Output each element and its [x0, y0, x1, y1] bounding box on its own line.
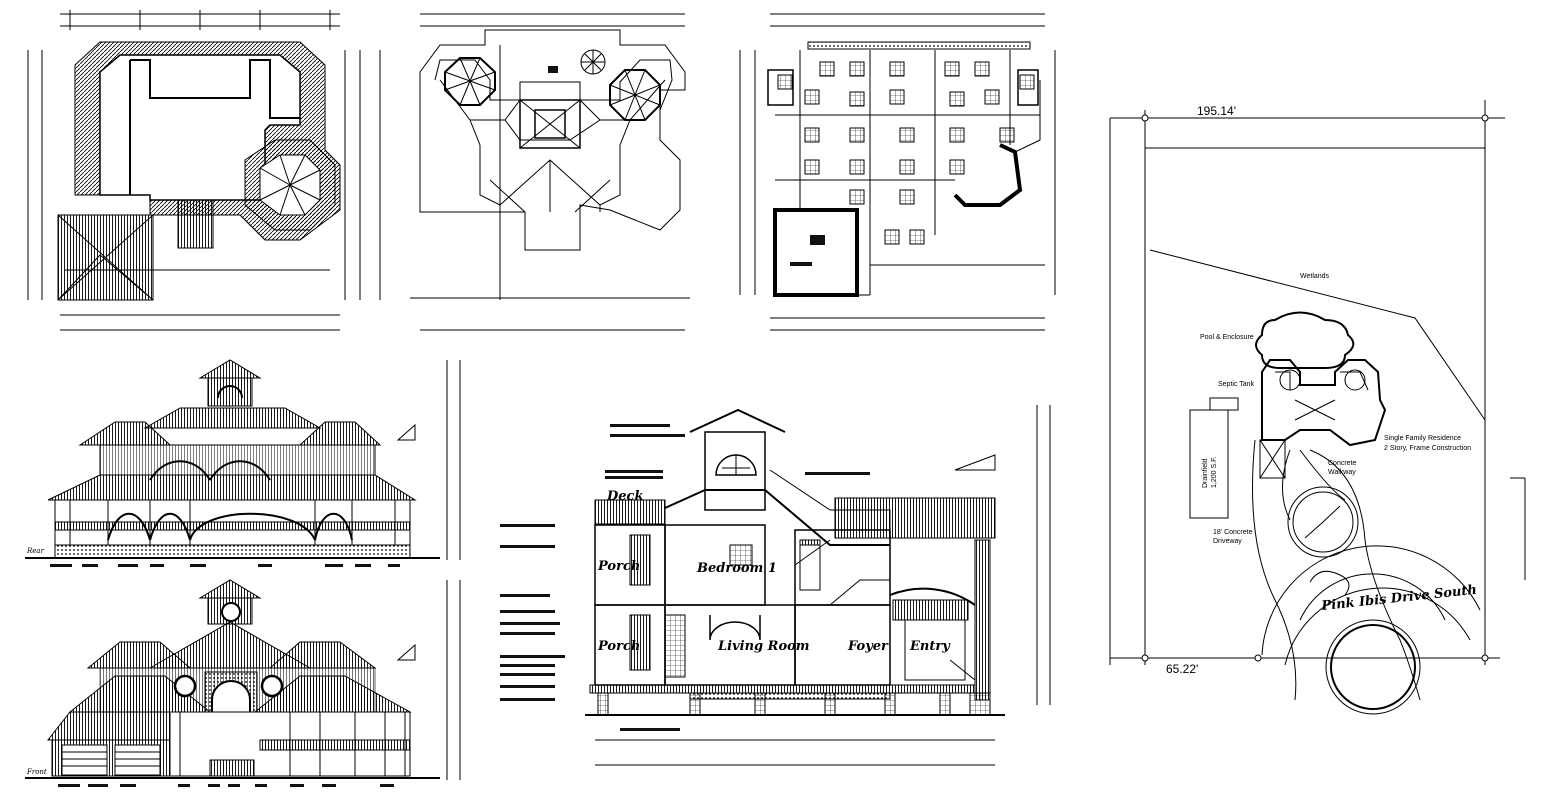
label-street: Pink Ibis Drive South	[1320, 583, 1478, 614]
label-walkway-1: Concrete	[1328, 460, 1357, 467]
roof-plan	[379, 13, 690, 331]
label-residence-2: 2 Story, Frame Construction	[1384, 445, 1471, 452]
section-room-porch-upper: Porch	[597, 559, 640, 574]
site-plan: 195.14' 65.22' Wetlands Pool & Enclosure…	[1109, 100, 1526, 715]
label-driveway-1: 18' Concrete	[1213, 529, 1253, 536]
label-residence-1: Single Family Residence	[1384, 435, 1461, 442]
site-dim-top: 195.14'	[1197, 104, 1236, 118]
site-dim-bottom: 65.22'	[1166, 662, 1198, 676]
section-room-entry: Entry	[909, 639, 951, 654]
section-room-living: Living Room	[717, 639, 810, 654]
building-section: Deck Porch Bedroom 1 Porch Living Room F…	[500, 405, 1051, 766]
label-walkway-2: Walkway	[1328, 469, 1356, 476]
label-pool: Pool & Enclosure	[1200, 334, 1254, 341]
rear-elevation: Rear	[25, 359, 461, 567]
front-elevation: Front	[25, 579, 461, 787]
label-wetlands: Wetlands	[1300, 273, 1330, 280]
floor-plan-deck	[27, 10, 361, 331]
label-septic: Septic Tank	[1218, 381, 1255, 388]
label-drainfield-1: Drainfield	[1202, 458, 1209, 488]
section-room-porch-lower: Porch	[597, 639, 640, 654]
foundation-plan	[739, 13, 1056, 331]
section-room-foyer: Foyer	[847, 639, 889, 654]
rear-elevation-label: Rear	[26, 547, 45, 555]
label-driveway-2: Driveway	[1213, 538, 1242, 545]
section-room-deck: Deck	[606, 489, 643, 504]
front-elevation-label: Front	[26, 768, 47, 776]
section-room-bedroom: Bedroom 1	[696, 561, 777, 576]
label-drainfield-2: 1,200 S.F.	[1211, 456, 1218, 488]
